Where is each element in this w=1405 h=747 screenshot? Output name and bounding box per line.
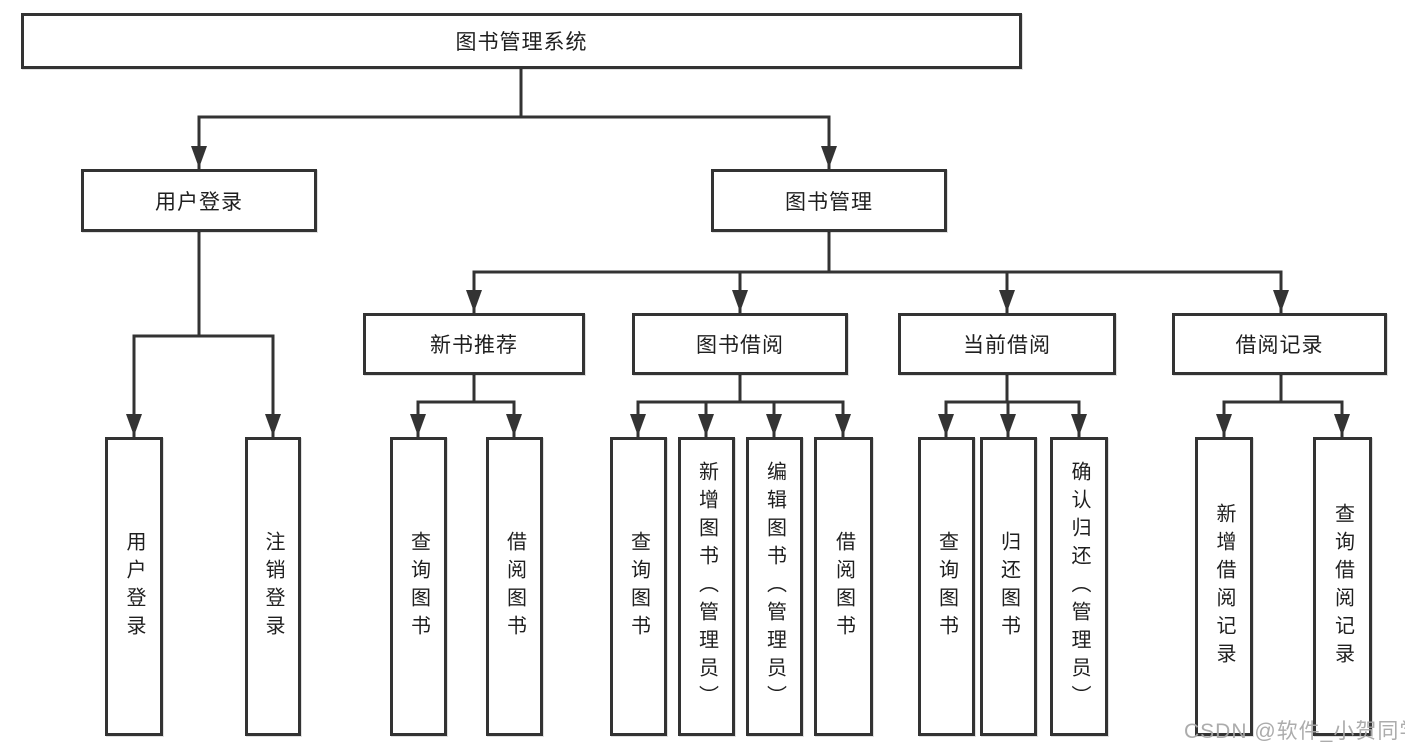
node-book-management: 图书管理 [711,169,947,232]
leaf-cb-return-book-label: 归还图书 [997,530,1020,643]
leaf-br-add-record-label: 新增借阅记录 [1213,502,1235,671]
leaf-logout-label: 注销登录 [262,530,284,643]
leaf-cb-query-book: 查询图书 [918,437,975,736]
leaf-bb-query-book-label: 查询图书 [627,530,650,643]
leaf-bb-query-book: 查询图书 [610,437,667,736]
leaf-bb-add-book-admin-label: 新增图书（管理员） [695,460,718,713]
leaf-cb-return-book: 归还图书 [980,437,1037,736]
leaf-logout: 注销登录 [245,437,301,736]
node-root-label: 图书管理系统 [455,31,588,54]
node-new-book-recommend: 新书推荐 [363,313,585,375]
leaf-nb-query-book: 查询图书 [390,437,447,736]
leaf-nb-borrow-book: 借阅图书 [486,437,543,736]
node-borrow-record-label: 借阅记录 [1235,334,1324,357]
csdn-watermark: CSDN @软件_小贺同学 [1184,720,1405,743]
connector-lines [126,67,1350,438]
leaf-bb-edit-book-admin: 编辑图书（管理员） [746,437,803,736]
node-root: 图书管理系统 [21,13,1022,69]
node-borrow-record: 借阅记录 [1172,313,1387,375]
node-current-borrow: 当前借阅 [898,313,1116,375]
leaf-cb-query-book-label: 查询图书 [935,530,958,643]
leaf-user-login: 用户登录 [105,437,163,736]
leaf-user-login-label: 用户登录 [123,530,145,643]
node-current-borrow-label: 当前借阅 [963,334,1051,357]
leaf-cb-confirm-return-admin: 确认归还（管理员） [1050,437,1108,736]
node-book-borrow-label: 图书借阅 [696,334,784,357]
node-book-management-label: 图书管理 [785,190,873,214]
node-user-login-label: 用户登录 [155,190,243,214]
node-user-login: 用户登录 [81,169,317,232]
leaf-nb-query-book-label: 查询图书 [407,530,430,643]
leaf-bb-borrow-book-label: 借阅图书 [832,530,855,643]
leaf-br-query-record-label: 查询借阅记录 [1331,502,1354,671]
leaf-br-query-record: 查询借阅记录 [1313,437,1372,736]
leaf-br-add-record: 新增借阅记录 [1195,437,1253,736]
leaf-bb-borrow-book: 借阅图书 [814,437,873,736]
leaf-cb-confirm-return-admin-label: 确认归还（管理员） [1068,460,1090,713]
node-book-borrow: 图书借阅 [632,313,848,375]
leaf-bb-add-book-admin: 新增图书（管理员） [678,437,735,736]
leaf-nb-borrow-book-label: 借阅图书 [503,530,526,643]
node-new-book-recommend-label: 新书推荐 [430,334,518,357]
leaf-bb-edit-book-admin-label: 编辑图书（管理员） [763,460,786,713]
